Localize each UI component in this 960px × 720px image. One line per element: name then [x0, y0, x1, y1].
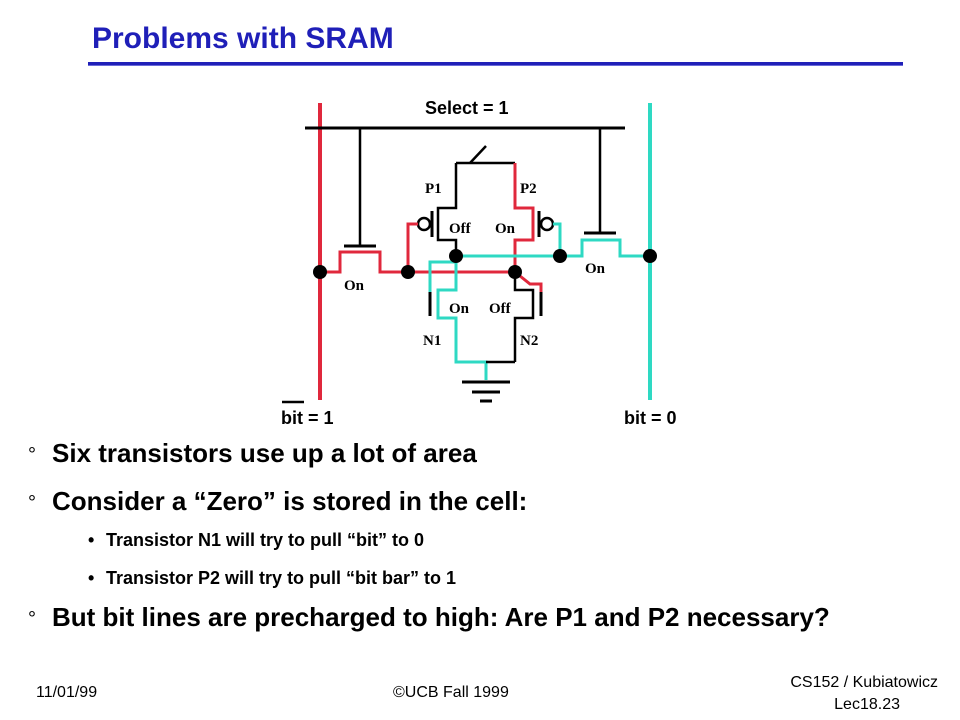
p2-bubble [539, 216, 555, 232]
sub-bullet-text: Transistor N1 will try to pull “bit” to … [106, 530, 425, 550]
p2-channel [513, 163, 535, 272]
bullet-list: ° Six transistors use up a lot of area °… [28, 440, 928, 652]
junction-dot [313, 265, 327, 279]
sub-bullet-item: • Transistor P2 will try to pull “bit ba… [28, 568, 928, 588]
bullet-degree-icon: ° [28, 492, 36, 514]
sram-cell-diagram: Select = 1 P1 P2 Off On On Off N1 N2 On … [281, 98, 677, 428]
junction-dot [553, 249, 567, 263]
footer-copyright: ©UCB Fall 1999 [393, 684, 509, 701]
bullet-item: ° But bit lines are precharged to high: … [28, 604, 872, 630]
ground-wire [454, 350, 488, 380]
right-access-channel [560, 238, 650, 258]
footer-course: CS152 / Kubiatowicz [790, 674, 938, 691]
p1-channel [436, 163, 458, 256]
bullet-text: Consider a “Zero” is stored in the cell: [52, 486, 528, 516]
n1-state: On [449, 301, 470, 317]
n1-channel [436, 256, 458, 350]
footer-lecture: Lec18.23 [834, 696, 900, 713]
bitbar-label: bit = 1 [281, 408, 334, 428]
n2-state: Off [489, 301, 512, 317]
select-label: Select = 1 [425, 98, 509, 118]
p1-bubble [416, 216, 432, 232]
vdd-symbol [469, 145, 487, 164]
p2-label: P2 [520, 181, 537, 197]
n2-label: N2 [520, 333, 538, 349]
bullet-degree-icon: ° [28, 444, 36, 466]
junction-dot [449, 249, 463, 263]
node-zero-to-p2-gate [553, 222, 562, 256]
bullet-text: But bit lines are precharged to high: Ar… [52, 602, 830, 632]
footer-date: 11/01/99 [36, 684, 98, 701]
p1-label: P1 [425, 181, 442, 197]
sub-bullet-item: • Transistor N1 will try to pull “bit” t… [28, 530, 928, 550]
sub-bullet-text: Transistor P2 will try to pull “bit bar”… [106, 568, 457, 588]
right-access-state: On [585, 261, 606, 277]
bullet-item: ° Consider a “Zero” is stored in the cel… [28, 488, 928, 514]
bit-label: bit = 0 [624, 408, 677, 428]
bullet-degree-icon: ° [28, 608, 36, 630]
node-one-to-n2-gate [514, 270, 543, 296]
junction-dot [643, 249, 657, 263]
bullet-item: ° Six transistors use up a lot of area [28, 440, 928, 466]
junction-dot [508, 265, 522, 279]
junction-dot [401, 265, 415, 279]
left-access-state: On [344, 278, 365, 294]
title-underline [88, 62, 903, 66]
left-access-channel [320, 250, 408, 274]
node-one-to-gates [406, 222, 418, 272]
sub-bullet-dot-icon: • [88, 568, 95, 588]
p1-state: Off [449, 221, 472, 237]
sub-bullet-dot-icon: • [88, 530, 95, 550]
p2-state: On [495, 221, 516, 237]
n1-label: N1 [423, 333, 441, 349]
n2-channel [513, 272, 535, 350]
slide-title: Problems with SRAM [92, 22, 394, 55]
bullet-text: Six transistors use up a lot of area [52, 438, 477, 468]
